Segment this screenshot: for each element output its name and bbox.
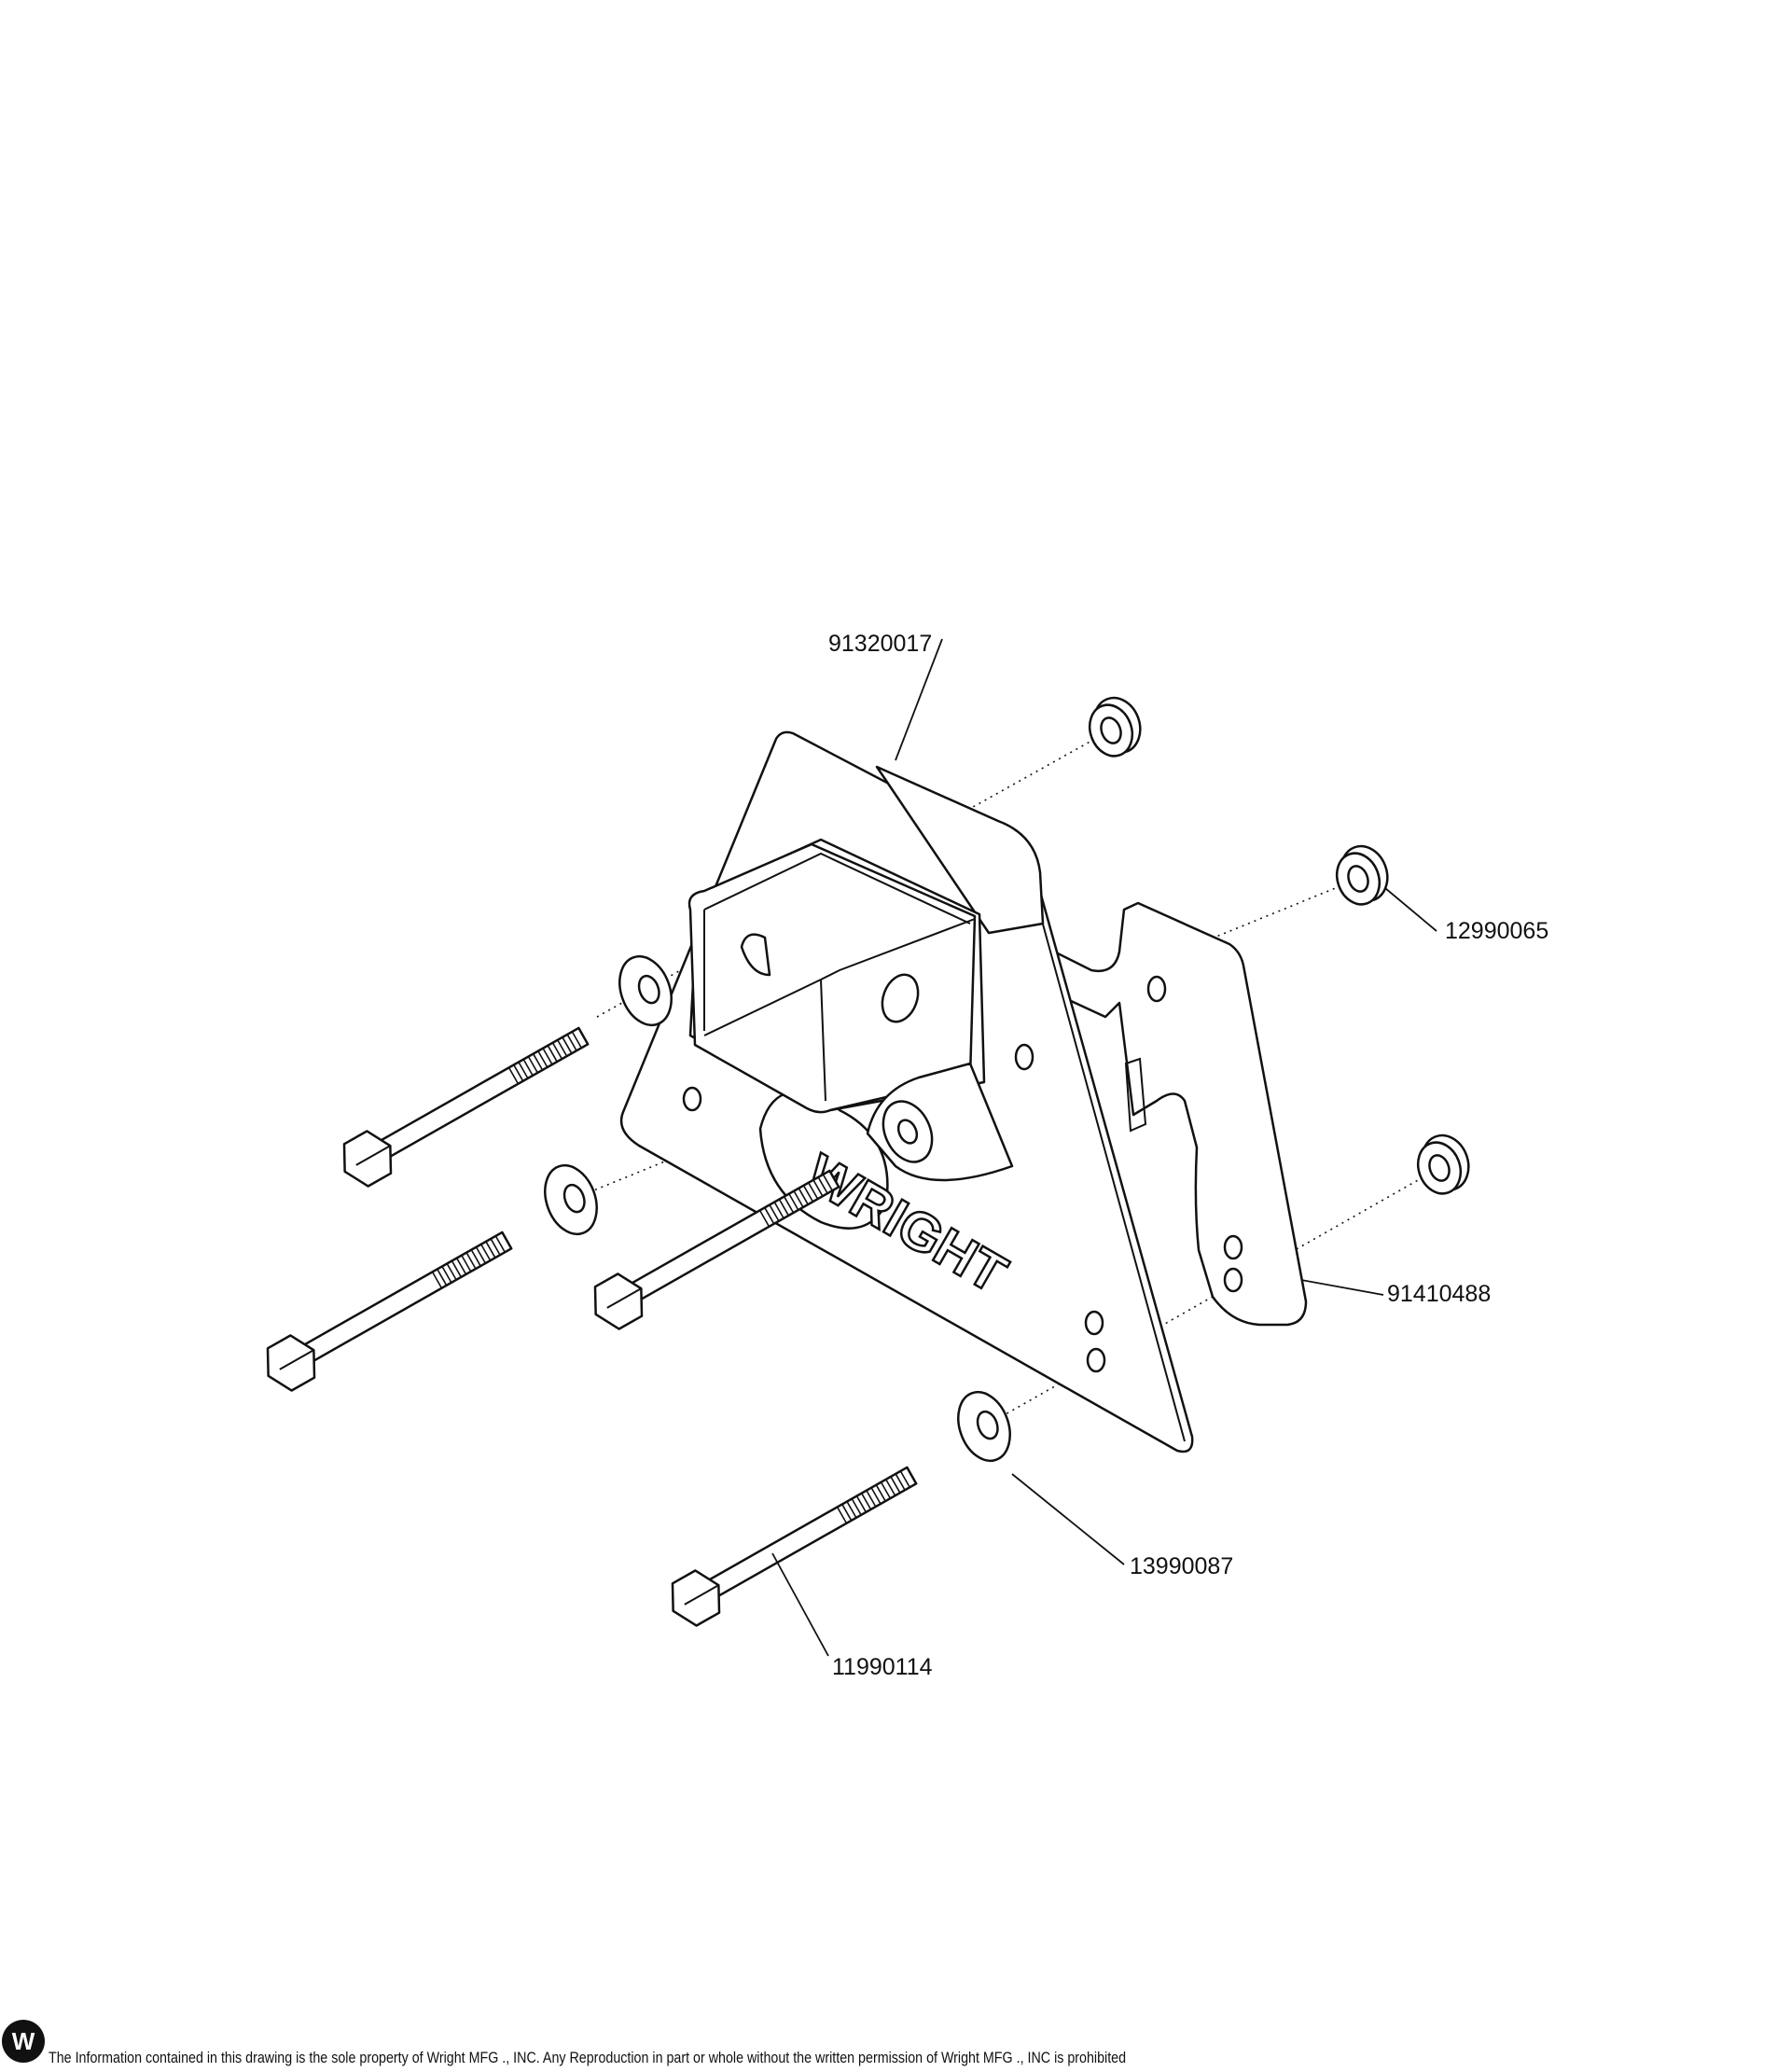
bolt-upper-left (331, 1013, 597, 1194)
callout-bolt: 11990114 (832, 1654, 933, 1680)
nut-lower (1409, 1127, 1478, 1202)
copyright-notice: The Information contained in this drawin… (49, 2049, 1127, 2066)
washer-lower (948, 1384, 1020, 1469)
callout-flange-nut: 12990065 (1445, 918, 1549, 944)
bolt-middle-left (255, 1217, 521, 1398)
nut-middle (1328, 838, 1396, 912)
washer-middle (535, 1157, 607, 1243)
callout-hitch-receiver: 91320017 (828, 631, 933, 657)
svg-text:W: W (12, 2027, 35, 2055)
hitch-receiver (687, 765, 1045, 1182)
leader-lines (771, 638, 1437, 1657)
callout-mount-bracket: 91410488 (1387, 1281, 1492, 1307)
bolt-lower (659, 1453, 925, 1634)
nut-top (1081, 689, 1149, 764)
wright-logo: W (2, 2020, 45, 2063)
callout-washer: 13990087 (1130, 1553, 1234, 1579)
